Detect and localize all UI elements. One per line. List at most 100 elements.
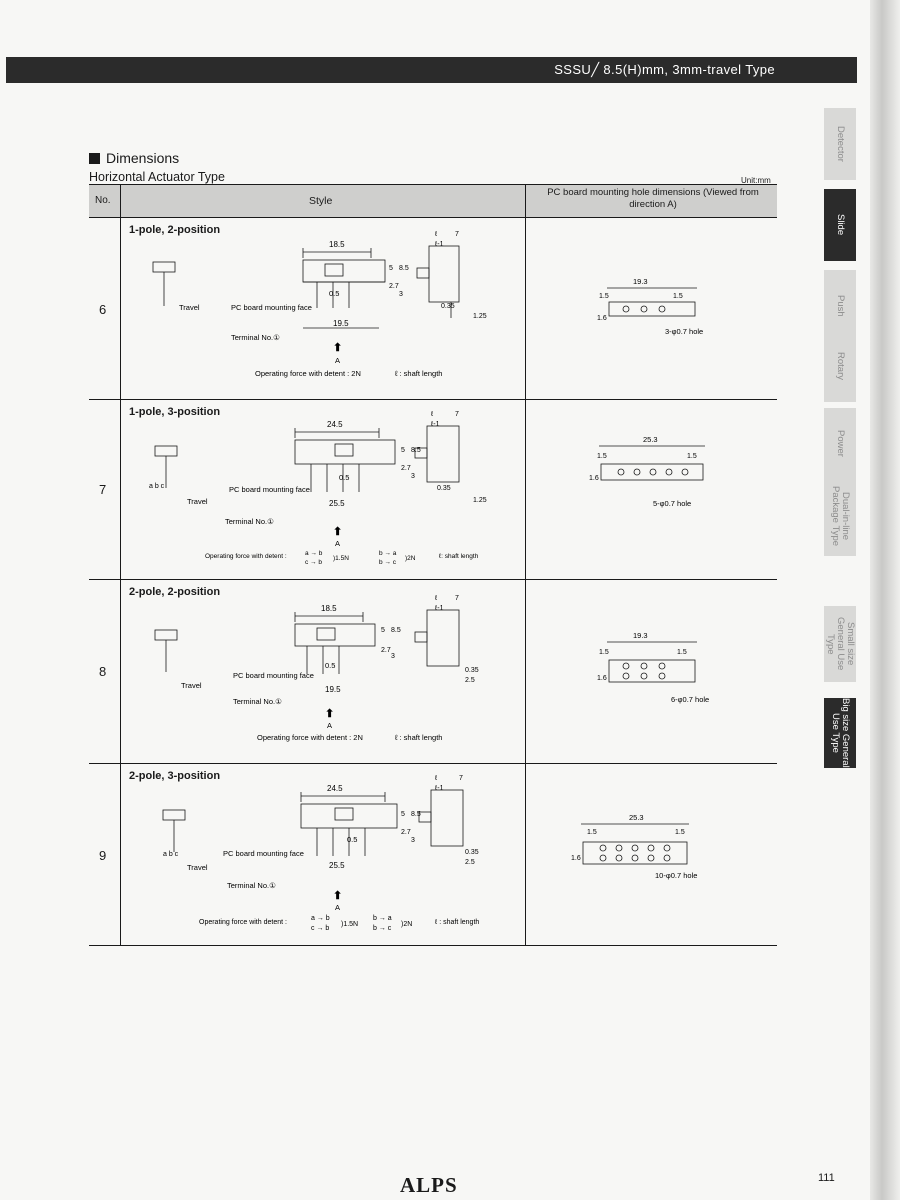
side-tab-dual-in-line[interactable]: Dual-in-line Package Type: [824, 476, 856, 556]
bullet-square-icon: [89, 152, 100, 164]
force-ab: a → b: [311, 915, 330, 922]
dim-label: 2.5: [465, 677, 475, 684]
width-dim: 18.5: [321, 604, 337, 613]
force-cb: c → b: [305, 559, 322, 566]
force-value: )2N: [405, 555, 416, 562]
dim-label: 1.5: [675, 829, 685, 836]
dim-label: 2.7: [401, 829, 411, 836]
force-ba: b → a: [373, 915, 392, 922]
width-dim: 24.5: [327, 420, 343, 429]
width-dim: 18.5: [329, 240, 345, 249]
dim-label: 5: [401, 447, 405, 454]
column-header-pc-board: PC board mounting hole dimensions (Viewe…: [547, 187, 759, 210]
dim-label: 3: [399, 291, 403, 298]
shaft-note: ℓ : shaft length: [394, 733, 442, 742]
dim-label: 5: [381, 627, 385, 634]
force-ba: b → a: [379, 550, 397, 557]
side-tab-bar: Detector Slide Push Rotary Power Dual-in…: [824, 108, 856, 768]
dim-label: 1.5: [599, 293, 609, 300]
shaft-note: ℓ : shaft length: [394, 369, 442, 378]
dim-label: 1.5: [597, 453, 607, 460]
direction-label: A: [335, 903, 340, 912]
dim-label: 2.7: [381, 647, 391, 654]
dim-label: 0.5: [325, 661, 335, 670]
section-heading: Dimensions: [89, 150, 179, 166]
dim-label: 1.5: [687, 453, 697, 460]
dim-label: 1.6: [597, 315, 607, 322]
terminal-label: Terminal No.①: [233, 697, 282, 706]
dim-label: 0.35: [441, 303, 455, 310]
side-tab-rotary[interactable]: Rotary: [824, 330, 856, 402]
arrow-up-icon: ⬆: [333, 890, 342, 902]
dim-label: 5: [389, 265, 393, 272]
force-value: )1.5N: [333, 555, 349, 562]
pc-hole-note: 6-φ0.7 hole: [671, 695, 709, 704]
position-letters: a b c: [163, 851, 179, 858]
column-header-no: No.: [95, 195, 111, 206]
table-row-9: 9 2-pole, 3-position 24.5 25.5 0.5 5 8.: [89, 764, 777, 946]
dim-label: ℓ: [434, 231, 438, 238]
page-number: 111: [818, 1172, 835, 1184]
dim-label: 8.5: [411, 811, 421, 818]
arrow-up-icon: ⬆: [333, 526, 342, 538]
dim-label: 0.35: [465, 667, 479, 674]
side-tab-slide[interactable]: Slide: [824, 189, 856, 261]
side-tab-big-size[interactable]: Big size General Use Type: [824, 698, 856, 768]
table-header: No. Style PC board mounting hole dimensi…: [89, 184, 777, 218]
arrow-up-icon: ⬆: [333, 342, 342, 354]
dim-label: 1.6: [571, 855, 581, 862]
dim-label: 8.5: [411, 447, 421, 454]
switch-knob: [324, 263, 344, 277]
column-divider: [120, 184, 121, 946]
side-tab-detector[interactable]: Detector: [824, 108, 856, 180]
dim-label: 0.35: [465, 849, 479, 856]
operating-force: Operating force with detent :: [199, 919, 287, 926]
section-subheading: Horizontal Actuator Type: [89, 170, 225, 184]
dim-label: 1.25: [473, 497, 487, 504]
side-tab-power[interactable]: Power: [824, 408, 856, 478]
force-cb: c → b: [311, 925, 329, 932]
switch-drawing-9: 24.5 25.5 0.5 5 8.5 2.7 3 ℓ 7 ℓ-1 0.35 2…: [162, 775, 697, 932]
pc-width-dim: 19.3: [633, 277, 648, 286]
dim-label: ℓ-1: [430, 421, 440, 428]
direction-label: A: [335, 539, 340, 548]
travel-label: Travel: [187, 863, 208, 872]
terminal-label: Terminal No.①: [225, 517, 274, 526]
dim-label: 7: [455, 595, 459, 602]
dim-label: 0.5: [339, 473, 349, 482]
row-number: 9: [99, 848, 107, 863]
shaft-note: ℓ : shaft length: [434, 919, 479, 926]
dim-label: ℓ-1: [434, 785, 444, 792]
header-banner: SSSU╱ 8.5(H)mm, 3mm-travel Type: [6, 57, 857, 83]
column-header-style: Style: [309, 195, 333, 207]
pc-width-dim: 25.3: [643, 435, 658, 444]
pc-width-dim: 19.3: [633, 631, 648, 640]
travel-label: Travel: [179, 303, 200, 312]
dim-label: 1.5: [599, 649, 609, 656]
position-letters: a b c: [149, 483, 165, 490]
dim-label: 0.35: [437, 485, 451, 492]
column-divider: [525, 184, 526, 946]
row-title: 1-pole, 3-position: [129, 406, 221, 418]
terminal-label: Terminal No.①: [231, 333, 280, 342]
header-title: SSSU╱ 8.5(H)mm, 3mm-travel Type: [554, 62, 775, 77]
switch-body-outline: [302, 259, 386, 283]
dim-label: 8.5: [391, 627, 401, 634]
side-view-body: [428, 245, 460, 303]
pc-width-dim: 25.3: [629, 813, 644, 822]
bottom-dim: 19.5: [325, 685, 341, 694]
travel-label: Travel: [187, 497, 208, 506]
side-tab-small-size[interactable]: Small size General Use Type: [824, 606, 856, 682]
terminal-label: Terminal No.①: [227, 881, 276, 890]
dim-label: 0.5: [347, 835, 357, 844]
direction-label: A: [327, 721, 332, 730]
unit-label: Unit:mm: [741, 176, 771, 185]
row-number: 8: [99, 664, 107, 679]
dim-label: 1.25: [473, 313, 487, 320]
dim-label: 1.5: [673, 293, 683, 300]
operating-force: Operating force with detent :: [205, 553, 287, 560]
dim-label: 8.5: [399, 265, 409, 272]
pc-hole-note: 5-φ0.7 hole: [653, 499, 691, 508]
travel-label: Travel: [181, 681, 202, 690]
dim-label: 1.5: [677, 649, 687, 656]
